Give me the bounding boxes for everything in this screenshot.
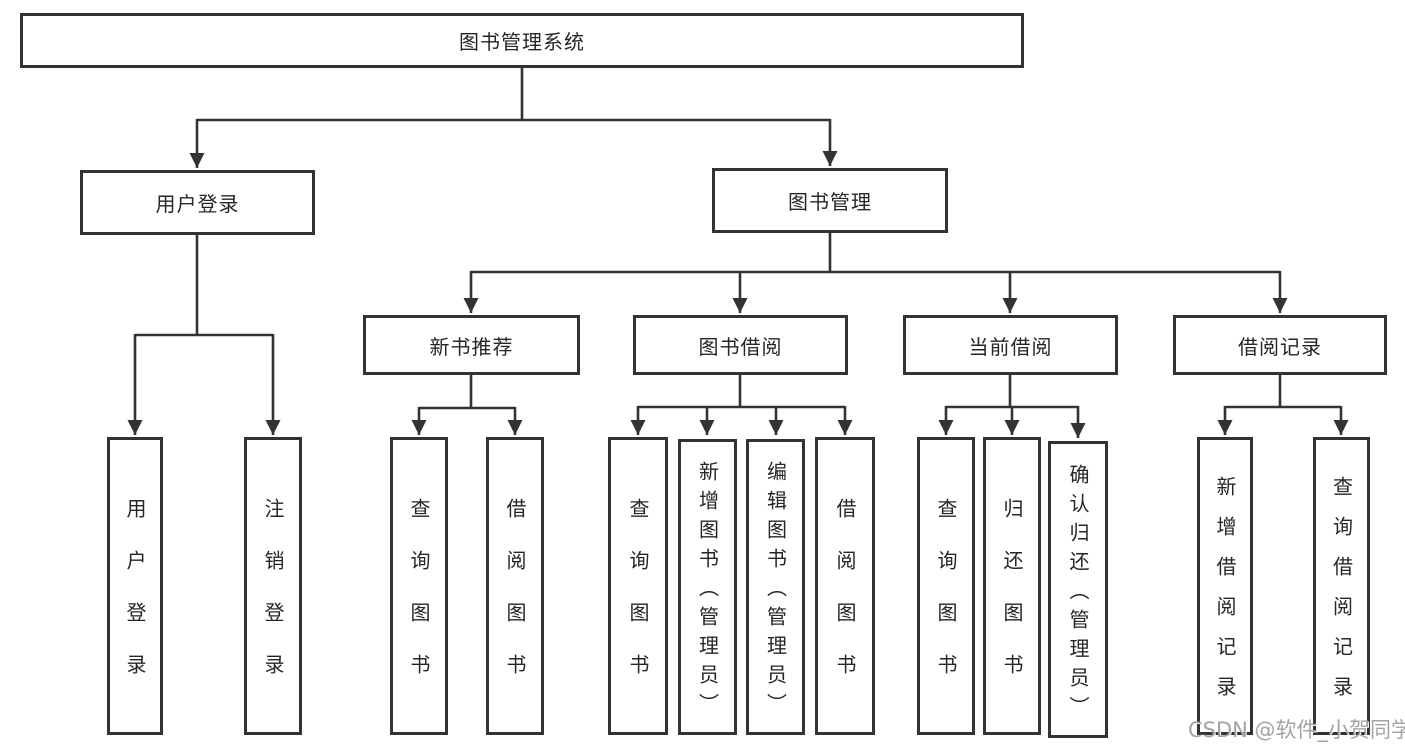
leaf-borrow-add-books: 新增图书（管理员） — [678, 439, 737, 735]
leaf-borrow-edit-books: 编辑图书（管理员） — [746, 439, 805, 735]
leaf-borrow-query-books: 查询图书 — [608, 437, 668, 735]
leaf-current-confirm-return: 确认归还（管理员） — [1048, 441, 1108, 738]
leaf-current-return-books-label: 归还图书 — [1000, 498, 1024, 706]
leaf-user-login-label: 用户登录 — [123, 498, 147, 706]
leaf-current-confirm-return-label: 确认归还（管理员） — [1066, 463, 1090, 725]
watermark: CSDN @软件_小贺同学 — [1188, 718, 1405, 742]
node-new-book-recommend: 新书推荐 — [363, 315, 580, 375]
leaf-current-query-books: 查询图书 — [917, 437, 975, 735]
node-current-borrow-label: 当前借阅 — [968, 334, 1053, 359]
leaf-logout: 注销登录 — [244, 437, 302, 735]
node-current-borrow: 当前借阅 — [903, 315, 1118, 375]
node-user-login: 用户登录 — [80, 170, 315, 235]
leaf-records-query: 查询借阅记录 — [1313, 437, 1370, 735]
leaf-recommend-query-books: 查询图书 — [390, 437, 448, 735]
leaf-recommend-query-books-label: 查询图书 — [407, 498, 431, 706]
leaf-records-query-label: 查询借阅记录 — [1329, 476, 1354, 716]
leaf-borrow-add-books-label: 新增图书（管理员） — [695, 461, 720, 722]
leaf-logout-label: 注销登录 — [261, 498, 285, 706]
leaf-user-login: 用户登录 — [107, 437, 163, 735]
node-book-borrow: 图书借阅 — [633, 315, 848, 375]
node-root-label: 图书管理系统 — [459, 30, 585, 54]
leaf-current-query-books-label: 查询图书 — [934, 498, 958, 706]
leaf-borrow-borrow-books-label: 借阅图书 — [833, 498, 857, 706]
leaf-records-add: 新增借阅记录 — [1197, 437, 1253, 735]
leaf-borrow-borrow-books: 借阅图书 — [815, 437, 875, 735]
leaf-borrow-edit-books-label: 编辑图书（管理员） — [763, 461, 788, 722]
node-book-borrow-label: 图书借阅 — [698, 334, 783, 359]
node-book-mgmt: 图书管理 — [712, 168, 948, 233]
node-user-login-label: 用户登录 — [155, 192, 240, 216]
node-root: 图书管理系统 — [20, 13, 1024, 68]
leaf-recommend-borrow-books: 借阅图书 — [486, 437, 544, 735]
node-borrow-records-label: 借阅记录 — [1238, 334, 1322, 359]
node-book-mgmt-label: 图书管理 — [788, 190, 872, 214]
node-borrow-records: 借阅记录 — [1173, 315, 1387, 375]
node-new-book-recommend-label: 新书推荐 — [429, 334, 514, 359]
leaf-records-add-label: 新增借阅记录 — [1213, 476, 1237, 716]
leaf-current-return-books: 归还图书 — [983, 437, 1041, 735]
leaf-recommend-borrow-books-label: 借阅图书 — [503, 498, 527, 706]
leaf-borrow-query-books-label: 查询图书 — [626, 498, 650, 706]
